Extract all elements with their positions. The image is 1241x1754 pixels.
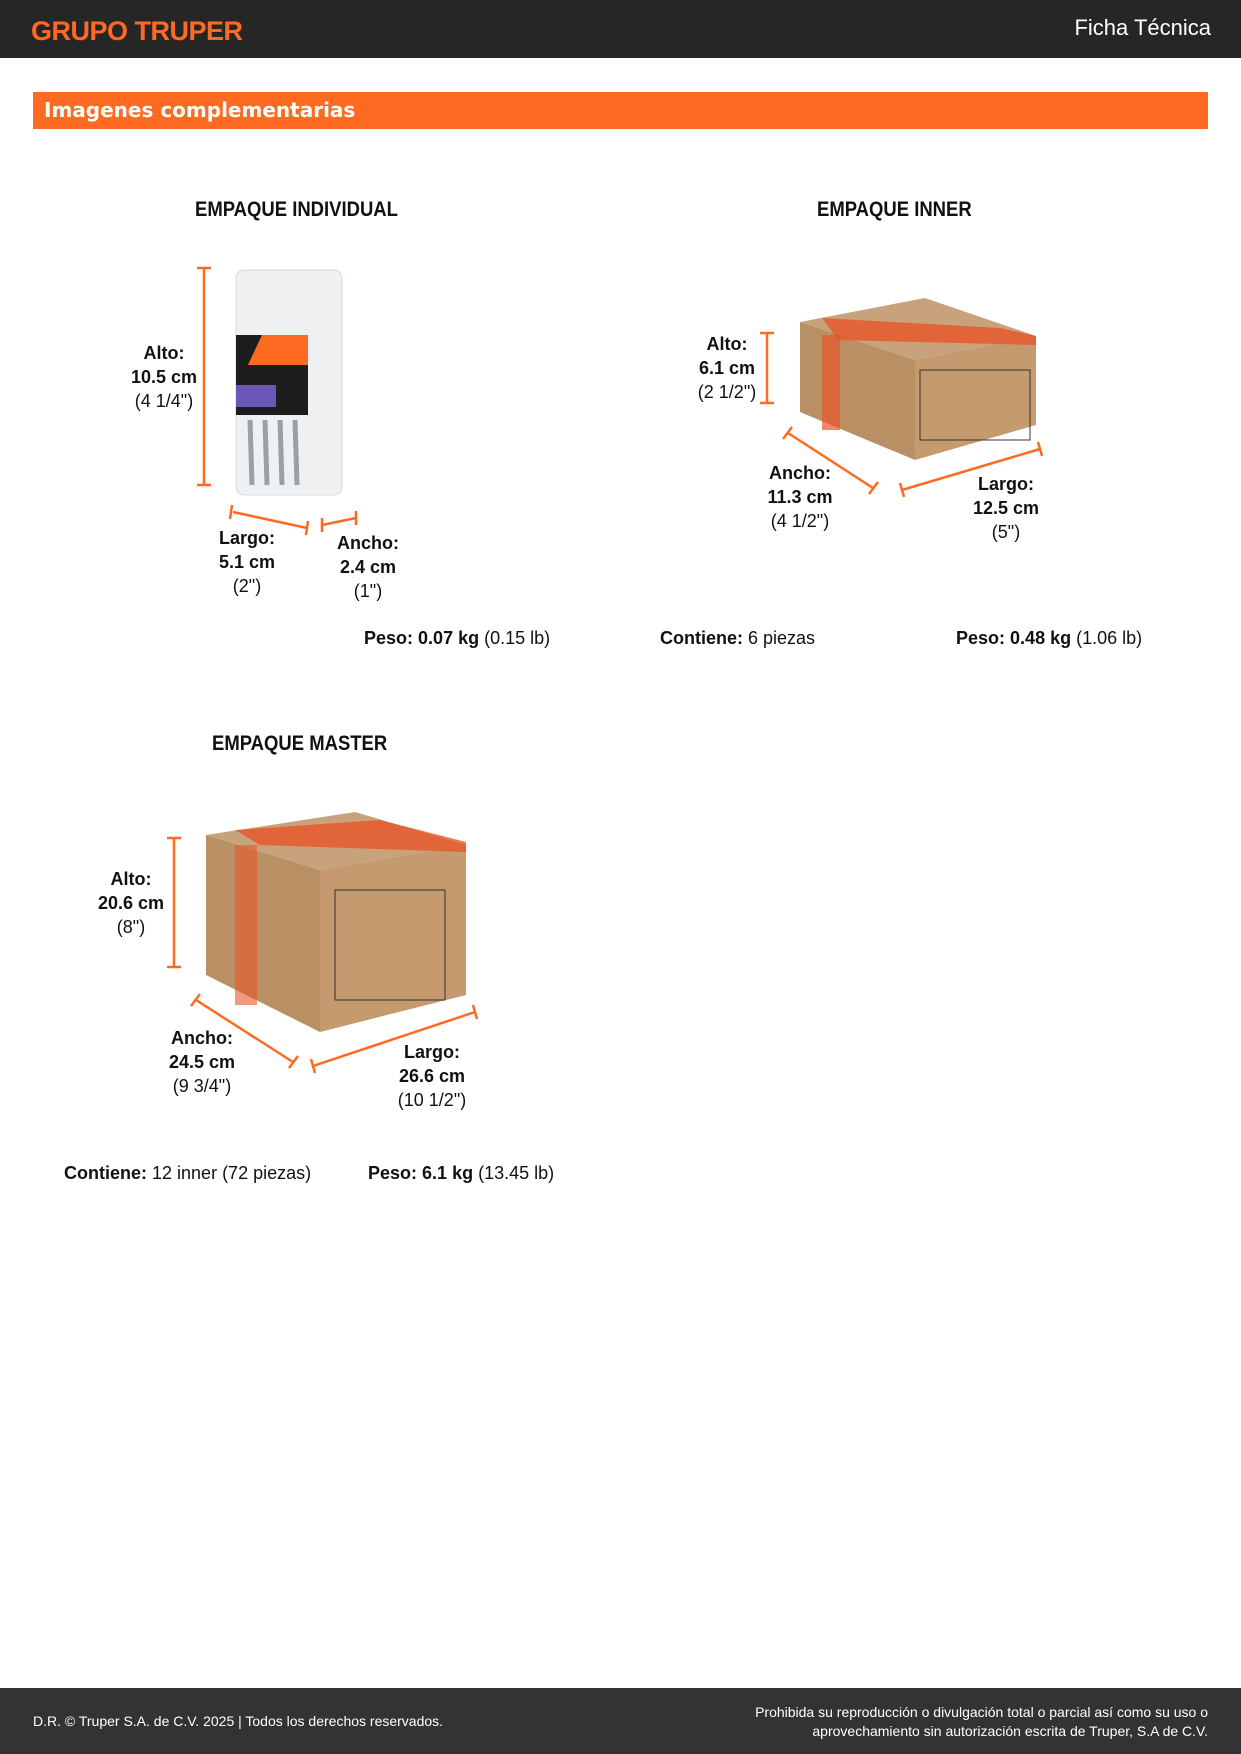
header: GRUPO TRUPER Ficha Técnica [0,0,1241,58]
alto-in: (8") [116,917,146,937]
ancho-cm: 11.3 cm [767,487,833,507]
peso-label: Peso: [956,628,1006,648]
inner-box-image [800,298,1036,460]
peso-kg: 0.07 kg [418,628,480,648]
ancho-label: Ancho: [337,533,399,553]
dimension-lines [167,266,1044,1074]
master-peso: Peso: 6.1 kg (13.45 lb) [368,1163,554,1184]
alto-label: Alto: [143,343,185,363]
contiene-label: Contiene: [64,1163,147,1183]
master-contiene: Contiene: 12 inner (72 piezas) [64,1163,311,1184]
individual-title: EMPAQUE INDIVIDUAL [195,198,398,221]
ancho-cm: 24.5 cm [168,1052,236,1072]
master-box-image [206,812,466,1032]
largo-label: Largo: [404,1042,460,1062]
master-alto: Alto: 20.6 cm (8") [98,867,164,939]
peso-lb: (1.06 lb) [1076,628,1143,648]
inner-largo: Largo: 12.5 cm (5") [973,472,1039,544]
alto-label: Alto: [706,334,748,354]
footer: D.R. © Truper S.A. de C.V. 2025 | Todos … [0,1688,1241,1754]
peso-lb: (13.45 lb) [478,1163,555,1183]
individual-package-image [235,269,343,496]
largo-in: (5") [991,522,1021,542]
inner-title: EMPAQUE INNER [817,198,972,221]
largo-cm: 26.6 cm [398,1066,466,1086]
contiene-value: 12 inner (72 piezas) [152,1163,312,1183]
peso-label: Peso: [368,1163,418,1183]
logo: GRUPO TRUPER [31,16,243,46]
individual-largo: Largo: 5.1 cm (2") [219,526,275,598]
ancho-in: (1") [353,581,383,601]
inner-ancho: Ancho: 11.3 cm (4 1/2") [767,461,832,533]
master-ancho: Ancho: 24.5 cm (9 3/4") [169,1026,235,1098]
peso-kg: 6.1 kg [422,1163,474,1183]
master-largo: Largo: 26.6 cm (10 1/2") [398,1040,466,1112]
alto-cm: 6.1 cm [698,358,756,378]
footer-disclaimer: Prohibida su reproducción o divulgación … [755,1704,1208,1739]
largo-label: Largo: [218,528,275,548]
footer-copyright: D.R. © Truper S.A. de C.V. 2025 | Todos … [33,1713,444,1729]
alto-in: (2 1/2") [697,382,757,402]
individual-peso: Peso: 0.07 kg (0.15 lb) [364,628,550,649]
alto-in: (4 1/4") [134,391,194,411]
largo-cm: 5.1 cm [218,552,276,572]
ancho-label: Ancho: [769,463,831,483]
ancho-cm: 2.4 cm [339,557,397,577]
section-banner: Imagenes complementarias [33,92,1208,129]
section-title: Imagenes complementarias [44,98,356,122]
ancho-in: (9 3/4") [172,1076,232,1096]
alto-cm: 10.5 cm [130,367,198,387]
individual-alto: Alto: 10.5 cm (4 1/4") [131,341,197,413]
contiene-value: 6 piezas [748,628,816,648]
inner-alto: Alto: 6.1 cm (2 1/2") [698,332,756,404]
largo-in: (2") [232,576,262,596]
alto-cm: 20.6 cm [97,893,165,913]
individual-ancho: Ancho: 2.4 cm (1") [337,531,399,603]
largo-in: (10 1/2") [397,1090,467,1110]
largo-label: Largo: [978,474,1034,494]
peso-lb: (0.15 lb) [484,628,551,648]
largo-cm: 12.5 cm [972,498,1040,518]
inner-peso: Peso: 0.48 kg (1.06 lb) [956,628,1142,649]
inner-contiene: Contiene: 6 piezas [660,628,815,649]
ancho-in: (4 1/2") [770,511,830,531]
master-title: EMPAQUE MASTER [212,732,388,755]
contiene-label: Contiene: [660,628,743,648]
peso-kg: 0.48 kg [1010,628,1072,648]
ancho-label: Ancho: [171,1028,233,1048]
header-title: Ficha Técnica [1074,15,1211,40]
peso-label: Peso: [364,628,414,648]
alto-label: Alto: [110,869,152,889]
product-illustrations [167,266,1044,1074]
